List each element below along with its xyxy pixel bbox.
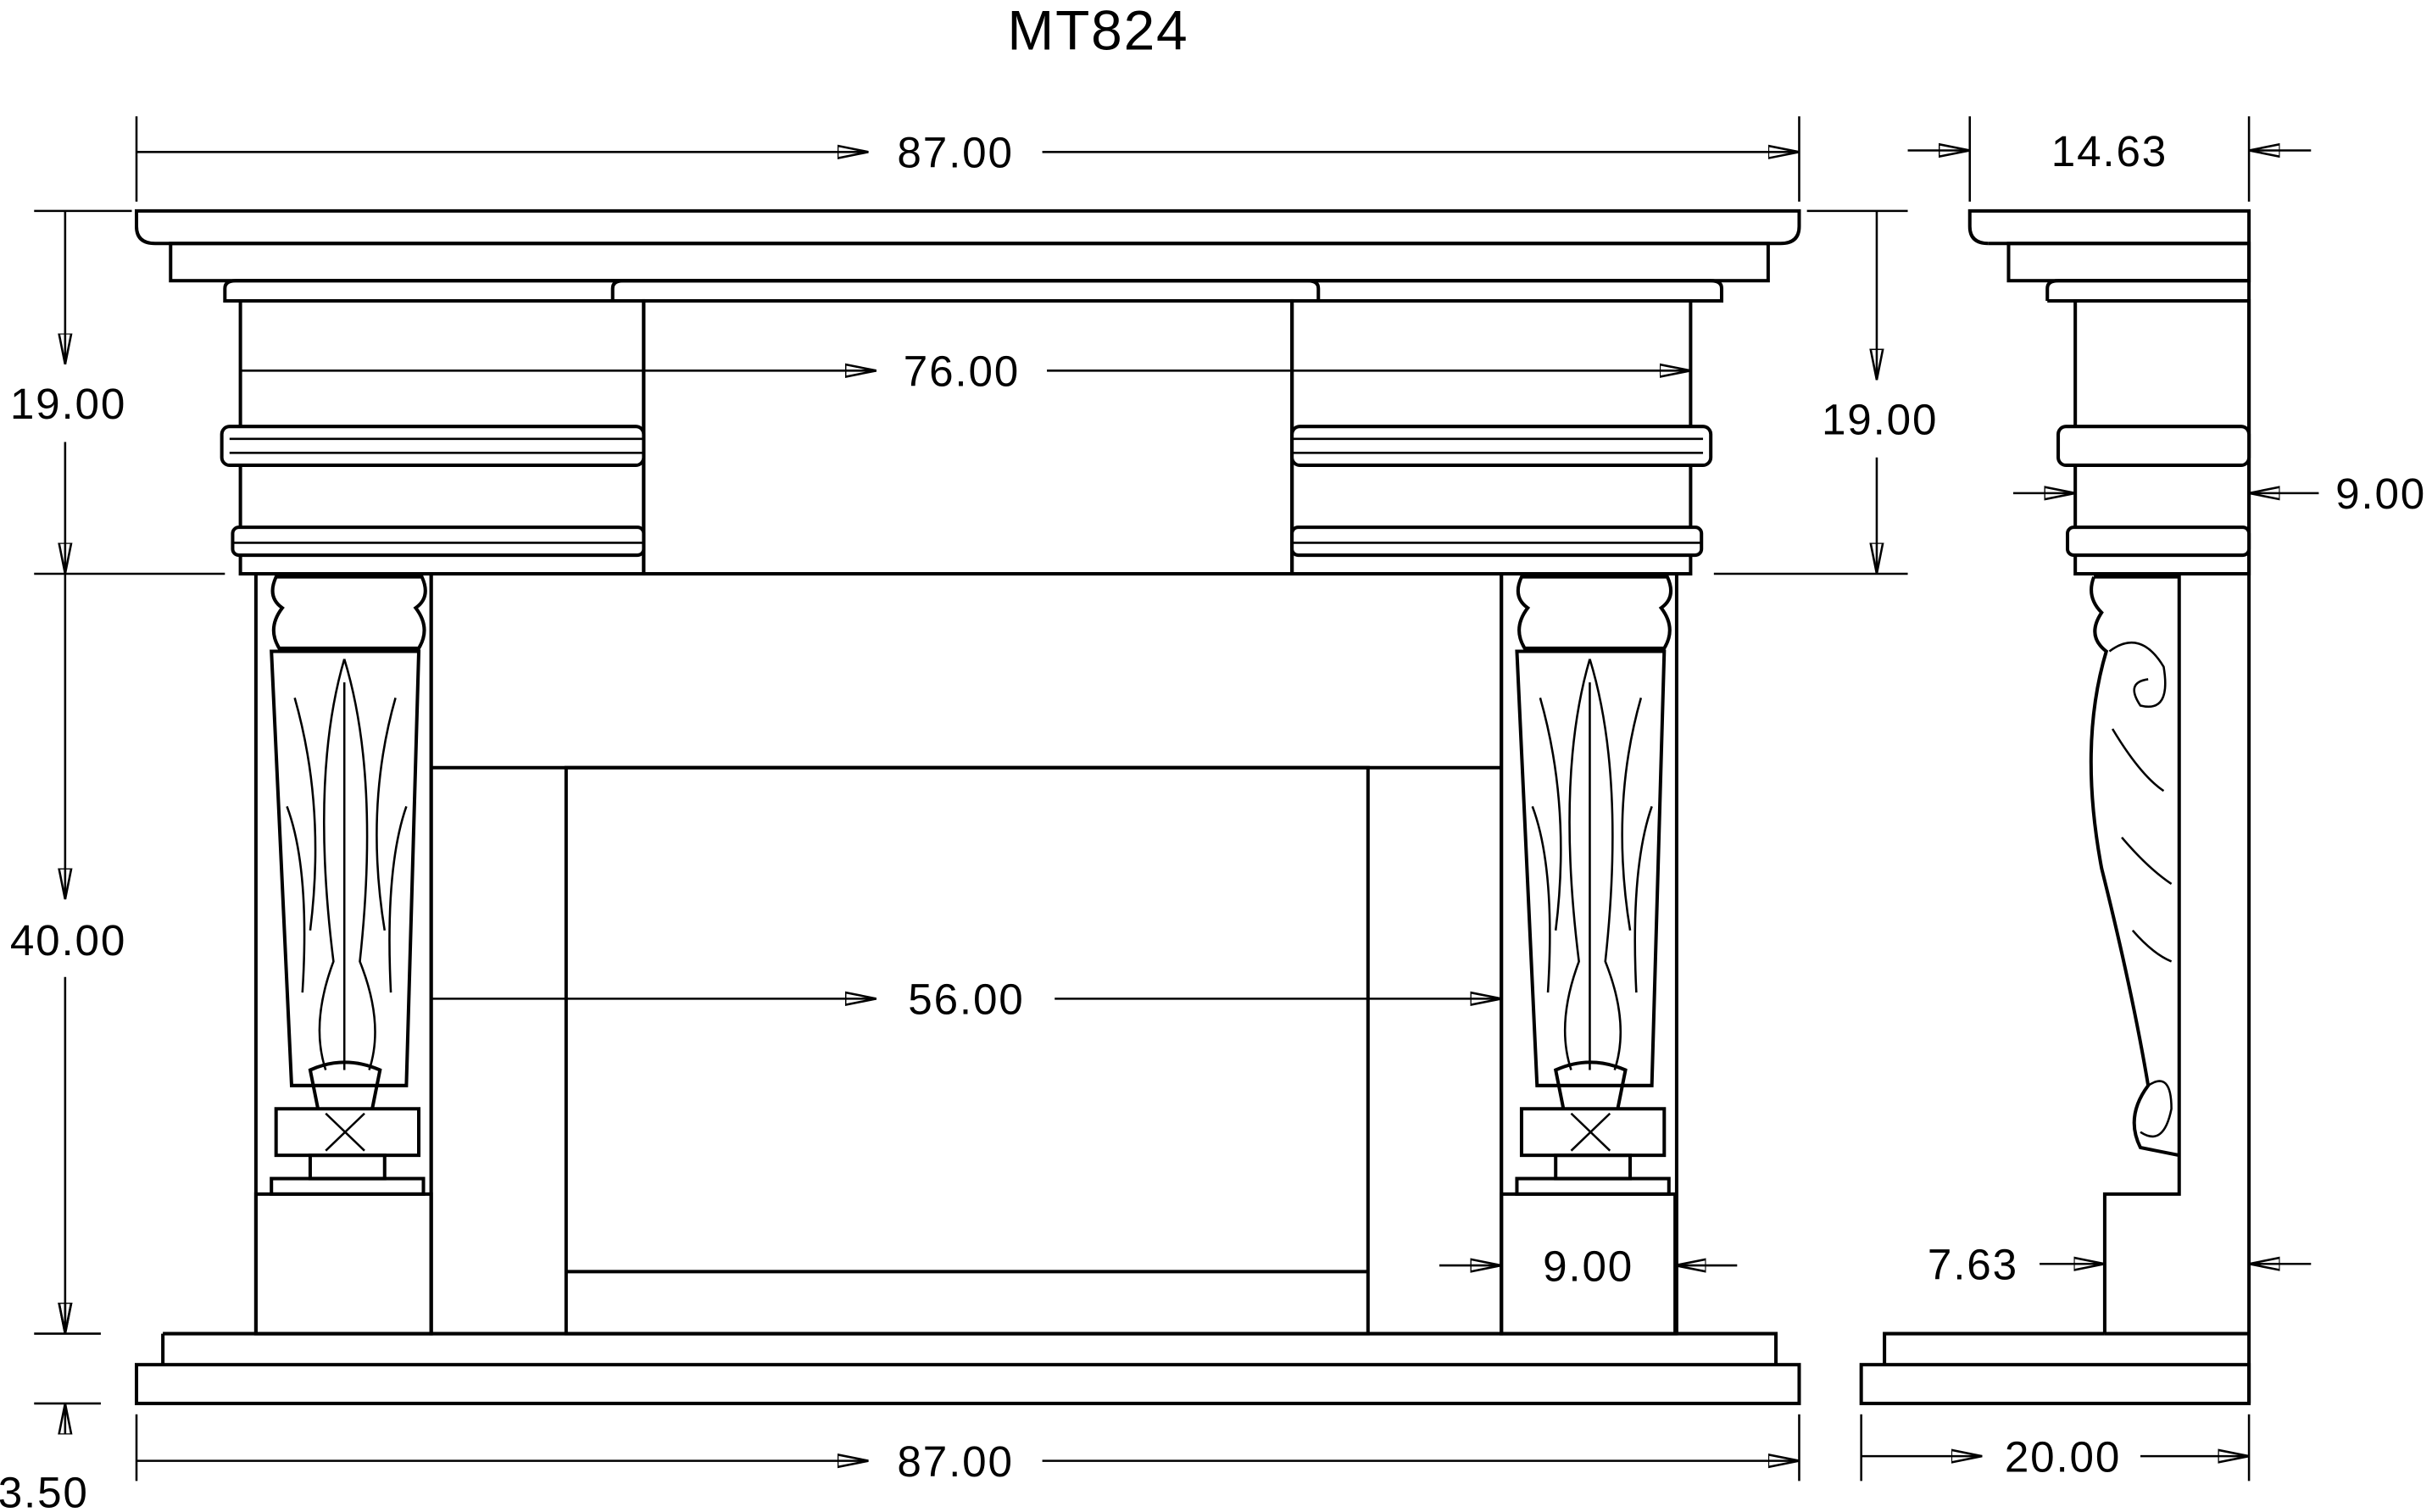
- side-view: [1859, 208, 2251, 1405]
- dimensions: 87.00 76.00 19.00 40.00 3.50 87.00 56.00…: [0, 116, 2426, 1512]
- dim-opening-height: 40.00: [10, 916, 126, 964]
- dim-mantel-height: 19.00: [10, 380, 126, 428]
- dim-leg-depth: 7.63: [1928, 1241, 2018, 1289]
- dim-overall-width-bottom: 87.00: [897, 1437, 1013, 1486]
- dim-hearth-height: 3.50: [0, 1468, 89, 1512]
- hearth-top: [161, 1331, 1778, 1365]
- lower-band-left: [231, 525, 646, 558]
- mantel-shelf: [135, 208, 1801, 246]
- pilaster-base-left: [253, 1192, 433, 1336]
- surround: [429, 571, 1504, 1336]
- frieze-band-right: [1290, 425, 1713, 467]
- frieze-center: [642, 298, 1294, 576]
- cornice-step: [223, 279, 1724, 303]
- hearth: [135, 1363, 1801, 1405]
- dim-hearth-depth: 20.00: [2005, 1432, 2121, 1481]
- dim-frieze-depth: 9.00: [2335, 470, 2426, 518]
- frieze-band-left: [220, 425, 646, 467]
- pilaster-left: [253, 571, 433, 1336]
- dim-side-mantel-height: 19.00: [1822, 395, 1938, 443]
- center-cornice: [610, 279, 1321, 301]
- drawing-title: MT824: [1007, 0, 1188, 62]
- firebox-opening: [564, 765, 1370, 1336]
- dim-pilaster-base-width: 9.00: [1543, 1242, 1633, 1290]
- side-bracket: [2089, 575, 2181, 1334]
- dim-frieze-width: 76.00: [904, 347, 1020, 396]
- dim-overall-width-top: 87.00: [897, 129, 1013, 177]
- lower-band-right: [1290, 525, 1704, 558]
- dim-shelf-depth: 14.63: [2051, 127, 2168, 175]
- shelf-band: [169, 242, 1770, 283]
- dim-opening-width: 56.00: [908, 976, 1024, 1024]
- front-view: [135, 208, 1801, 1405]
- pilaster-right: [1500, 571, 1678, 1336]
